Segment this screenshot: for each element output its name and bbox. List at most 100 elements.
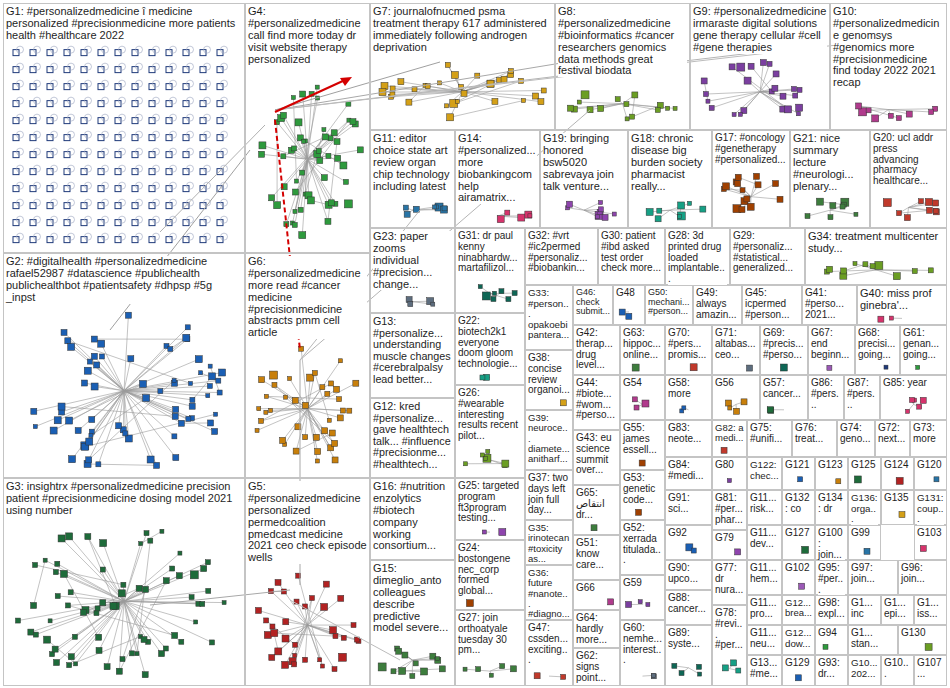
vertex [347, 408, 352, 413]
group-panel: G77: dr nura... [712, 560, 747, 605]
vertex-cluster [920, 545, 926, 551]
vertex-cluster [31, 312, 226, 468]
vertex [255, 607, 261, 613]
vertex-edge [89, 380, 174, 459]
group-label: G10: #personalizedmedicine genomsys #gen… [833, 6, 944, 89]
vertex-cluster [934, 477, 939, 482]
link-line [150, 590, 290, 605]
self-loop [51, 165, 58, 172]
group-label: G75: #unifi... [750, 423, 789, 445]
vertex-cluster [463, 449, 508, 467]
vertex [338, 359, 342, 363]
vertex-cluster [686, 544, 696, 553]
self-loop [187, 114, 194, 121]
vertex-edge [308, 394, 328, 409]
vertex [872, 115, 879, 122]
group-panel: G58: more [665, 375, 712, 420]
group-label: G85: year [883, 378, 927, 389]
group-label: G24: bostongene nec_corp formed global..… [458, 543, 522, 597]
group-panel: G43: eu science summit over... [573, 430, 620, 485]
vertex-edge [124, 562, 208, 601]
group-panel: G80 [712, 457, 747, 490]
group-panel: G107... [914, 655, 947, 686]
vertex [292, 189, 298, 195]
vertex-edge [261, 383, 331, 420]
group-label: G135 [884, 493, 908, 504]
group-label: G99 [851, 528, 870, 539]
self-loop [136, 114, 143, 121]
vertex-cluster [480, 374, 490, 380]
vertex [116, 668, 122, 674]
self-loop [221, 46, 228, 53]
self-loop [51, 97, 58, 104]
group-label: G28: 3d printed drug loaded implantable.… [668, 231, 727, 285]
vertex [408, 302, 413, 307]
group-panel: G130 [898, 625, 947, 655]
vertex [455, 100, 459, 104]
vertex [439, 666, 445, 672]
vertex [178, 551, 182, 555]
self-loop [119, 97, 126, 104]
group-panel: G124 [881, 457, 914, 490]
self-loop [204, 97, 211, 104]
vertex [72, 634, 77, 639]
vertex [201, 566, 207, 572]
group-panel: G31: dr paul kenny ninabhardw... martafi… [455, 228, 525, 313]
self-loop [102, 216, 109, 223]
group-label: G127 [785, 528, 809, 539]
group-panel: G11... neu... [747, 625, 782, 655]
self-loop [85, 131, 92, 138]
vertex-edge [124, 391, 188, 419]
group-label: G42: therap... drug level... [576, 328, 617, 371]
vertex-edge [124, 391, 157, 466]
group-panel: G28: 3d printed drug loaded implantable.… [665, 228, 730, 285]
vertex [307, 197, 314, 204]
vertex [451, 72, 458, 79]
vertex-edge [94, 339, 187, 340]
self-loop [17, 148, 24, 155]
vertex [136, 585, 142, 591]
group-panel: G8: #personalizedmedicine #bioinformatic… [555, 3, 690, 130]
group-label: G62: signs point... [576, 651, 617, 683]
vertex [486, 449, 490, 453]
vertex-edge [71, 601, 124, 656]
self-loop [221, 114, 228, 121]
self-loop [170, 97, 177, 104]
self-loop [85, 97, 92, 104]
group-panel: G86: #pers... [808, 375, 844, 420]
vertex [316, 148, 321, 153]
vertex [799, 583, 805, 589]
vertex-edge [463, 90, 544, 91]
vertex [830, 203, 836, 209]
group-panel: G78: #revi... #per... [712, 605, 747, 686]
vertex [55, 561, 60, 566]
vertex-cluster [721, 173, 783, 212]
vertex [65, 338, 71, 344]
vertex [856, 103, 862, 109]
group-panel: G11... risk... [747, 490, 782, 525]
group-label: G19: bringing honored bsw5020 sabrevaya … [543, 133, 625, 192]
vertex [332, 440, 338, 446]
vertex-edge [734, 92, 760, 115]
vertex [933, 208, 938, 213]
vertex-cluster [798, 477, 803, 482]
vertex [598, 106, 604, 112]
group-label: G58: more [668, 378, 709, 400]
link-line [160, 125, 265, 232]
vertex [190, 571, 198, 579]
group-label: G41: #perso... 2021... [805, 288, 854, 320]
group-panel: G40: miss prof ginebra'... [857, 285, 947, 325]
vertex [624, 102, 629, 107]
vertex-cluster [701, 60, 803, 117]
vertex-edge [124, 601, 162, 653]
self-loop [17, 114, 24, 121]
vertex-edge [64, 332, 124, 390]
vertex-edge [102, 356, 124, 390]
self-loop [136, 233, 143, 240]
vertex [700, 206, 706, 212]
group-label: G120 [917, 460, 941, 471]
vertex-edge [308, 625, 354, 626]
vertex-cluster [824, 261, 933, 279]
vertex-edge [119, 391, 124, 426]
vertex [925, 643, 932, 650]
